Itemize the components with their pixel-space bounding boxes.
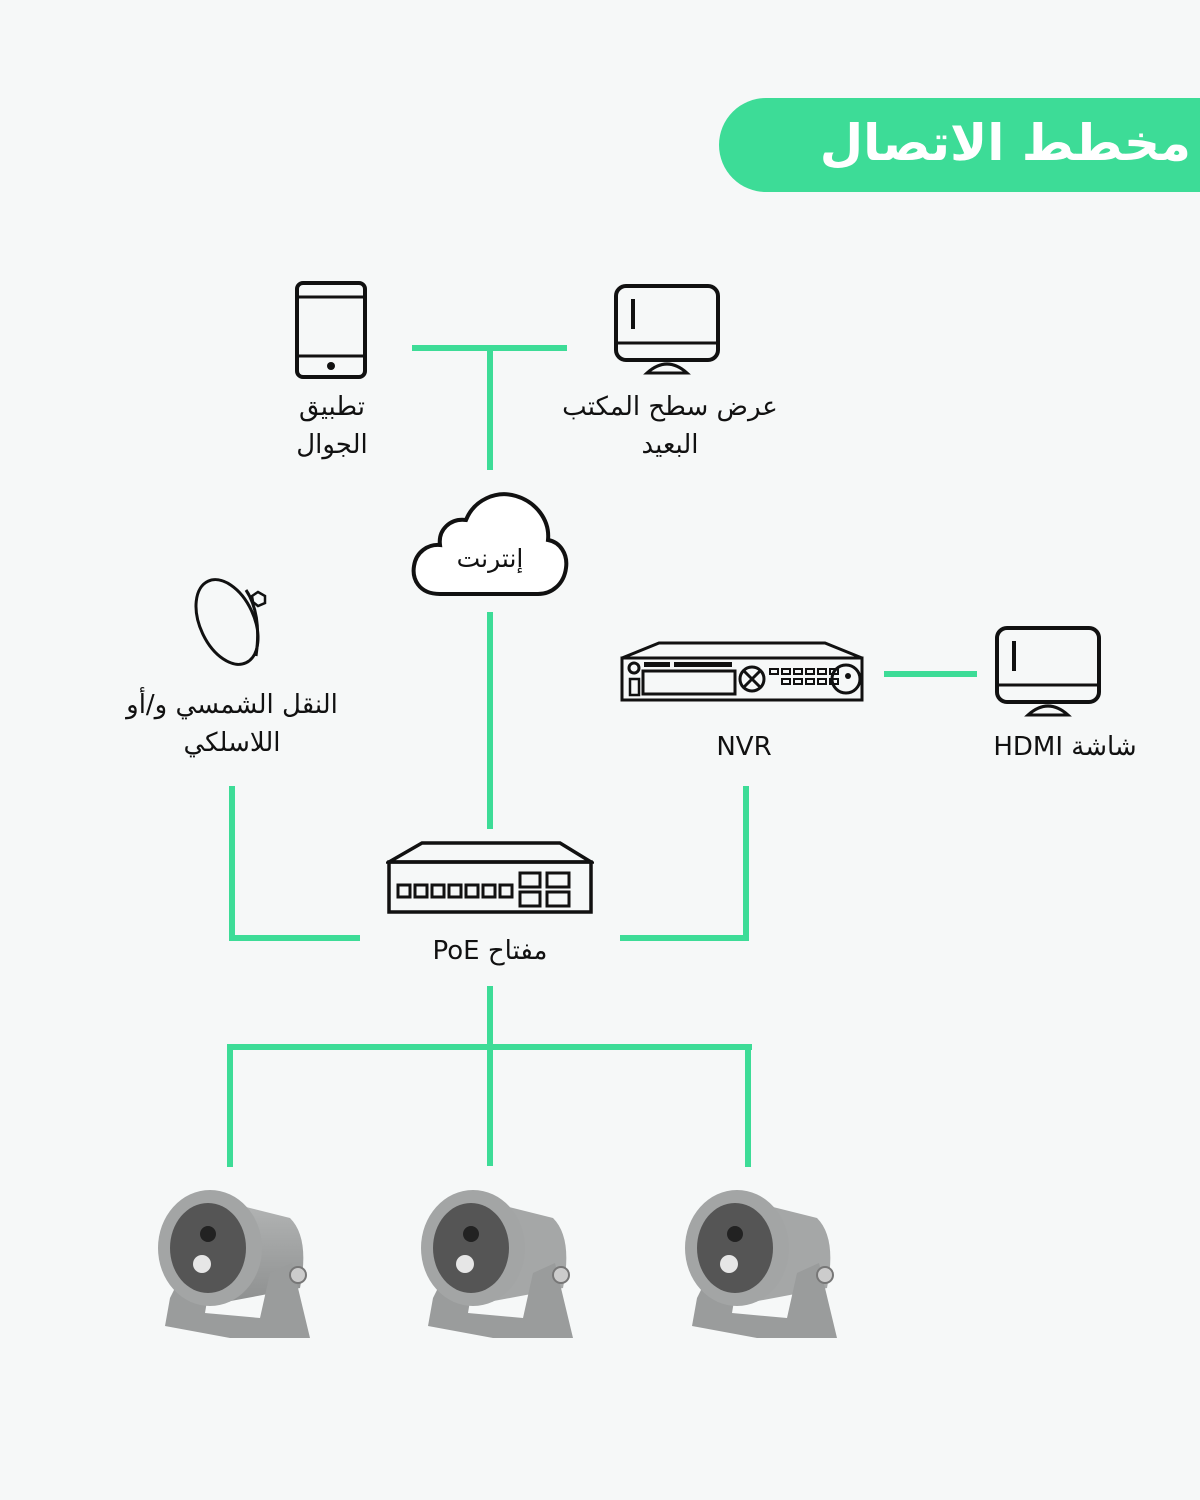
nvr-label: NVR	[716, 732, 772, 762]
poe-switch-label: مفتاح PoE	[432, 936, 548, 966]
camera-icon	[685, 1190, 837, 1338]
mobile-app-label-line2: الجوال	[296, 430, 368, 460]
monitor-icon	[614, 284, 720, 375]
wireless-label-line1: النقل الشمسي و/أو	[126, 690, 338, 720]
mobile-app-label-line1: تطبيق	[299, 392, 365, 422]
wire-camera-3	[745, 1044, 751, 1167]
cloud-icon	[411, 492, 569, 596]
page-title: مخطط الاتصال	[819, 114, 1191, 172]
remote-desktop-label-line2: البعيد	[641, 430, 699, 460]
network-switch-icon	[386, 841, 594, 914]
wire-camera-bus	[227, 1044, 752, 1050]
internet-label: إنترنت	[456, 544, 524, 573]
remote-desktop-label: عرض سطح المكتب البعيد	[530, 388, 810, 464]
wire-wireless-horizontal	[229, 935, 360, 941]
wire-nvr-horizontal	[620, 935, 749, 941]
nvr-recorder-icon	[620, 641, 864, 702]
wire-camera-1	[227, 1044, 233, 1167]
wire-nvr-to-hdmi	[884, 671, 977, 677]
title-banner: مخطط الاتصال	[719, 98, 1200, 192]
remote-desktop-label-line1: عرض سطح المكتب	[562, 392, 778, 422]
wire-switch-down	[487, 986, 493, 1166]
camera-icon	[158, 1190, 310, 1338]
wireless-label-line2: اللاسلكي	[183, 728, 281, 758]
wireless-label: النقل الشمسي و/أو اللاسلكي	[92, 686, 372, 762]
wire-wireless-vertical	[229, 786, 235, 940]
wire-top-to-cloud	[487, 348, 493, 470]
wire-cloud-to-switch	[487, 612, 493, 829]
hdmi-monitor-label: شاشة HDMI	[993, 732, 1137, 762]
mobile-app-label: تطبيق الجوال	[232, 388, 432, 464]
antenna-dish-icon	[194, 578, 267, 666]
tablet-icon	[295, 281, 367, 379]
camera-icon	[421, 1190, 573, 1338]
hdmi-monitor-icon	[995, 626, 1101, 717]
wire-nvr-vertical	[743, 786, 749, 940]
